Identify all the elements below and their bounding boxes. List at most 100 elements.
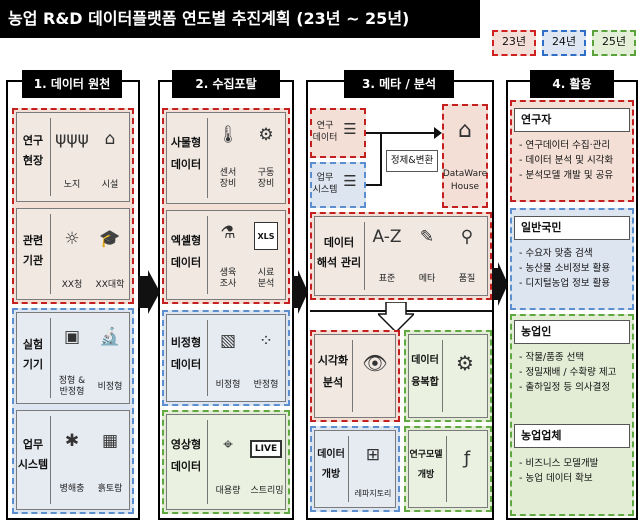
source-item-structured: 정형 & 반정형 (58, 376, 86, 397)
usage-researcher-line-1: - 연구데이터 수집·관리 (519, 140, 611, 151)
flow-arrow-1 (138, 270, 160, 314)
greenhouse-icon: ⌂ (104, 129, 116, 149)
scatter-icon: ⁘ (258, 331, 274, 351)
meta-item-repository: 레파지토리 (354, 489, 392, 498)
portal-item-sample: 시료 분석 (257, 268, 275, 289)
source-research-field (16, 112, 130, 202)
legend-23: 23년 (492, 30, 536, 56)
connector (380, 132, 382, 186)
divider (50, 318, 51, 398)
source-lab-equipment (16, 312, 130, 404)
source-item-gov: XX청 (61, 280, 83, 290)
usage-farmer-title: 농업인 (514, 320, 630, 344)
source-work-label-2: 시스템 (17, 458, 49, 471)
usage-group-25 (510, 314, 634, 516)
page-title: 농업 R&D 데이터플랫폼 연도별 추진계획 (23년 ~ 25년) (0, 0, 480, 38)
source-work-label-1: 업무 (22, 438, 44, 451)
meta-item-meta: 메타 (418, 274, 436, 284)
meta-item-quality: 품질 (458, 274, 476, 284)
puzzle-gear-icon: ⚙ (456, 351, 474, 375)
legend-25: 25년 (592, 30, 636, 56)
source-work-system (16, 410, 130, 510)
graduation-cap-icon: 🎓 (99, 229, 121, 249)
meta-warehouse-group-23 (442, 104, 488, 208)
divider (207, 420, 208, 504)
meta-viz (314, 334, 396, 418)
cctv-icon: ⌖ (223, 435, 233, 455)
usage-researcher-line-3: - 분석모델 개발 및 공유 (519, 170, 614, 181)
meta-fusion-label-2: 융복합 (411, 377, 439, 388)
portal-excel-label-2: 데이터 (170, 256, 202, 269)
portal-video-label-1: 영상형 (170, 438, 202, 451)
eye-chart-icon: 👁 (362, 351, 388, 375)
source-lab-label-2: 기기 (22, 358, 44, 371)
edit-document-icon: ✎ (419, 227, 435, 247)
source-item-univ: XX대학 (95, 280, 125, 290)
usage-company-line-1: - 비즈니스 모델개발 (519, 458, 599, 469)
meta-work-system: 업무 시스템 (312, 173, 338, 195)
bottle-icon: ⚗ (220, 223, 236, 243)
sun-building-icon: ☼ (64, 229, 80, 249)
meta-warehouse-label: DataWare House (442, 169, 488, 192)
usage-farmer-line-2: - 정밀재배 / 수확량 제고 (519, 367, 617, 378)
meta-model-label-1: 연구모델 (409, 450, 443, 460)
portal-item-unstructured: 비정형 (215, 380, 241, 390)
meta-research-data: 연구 데이터 (312, 121, 338, 143)
connector (366, 184, 382, 186)
usage-company-title: 농업업체 (514, 424, 630, 448)
usage-farmer-line-3: - 출하일정 등 의사결정 (519, 382, 611, 393)
meta-analysis-label-1: 데이터 (323, 236, 355, 249)
portal-excel-label-1: 엑셀형 (170, 234, 202, 247)
meta-item-standard: 표준 (378, 274, 396, 284)
bug-icon: ✱ (64, 431, 80, 451)
divider (442, 340, 443, 412)
usage-public-line-3: - 디지털농업 정보 활용 (519, 278, 611, 289)
live-icon: LIVE (250, 440, 282, 458)
portal-iot-label-1: 사물형 (170, 136, 202, 149)
divider (364, 222, 365, 290)
divider (207, 320, 208, 396)
portal-iot (166, 112, 286, 204)
az-dictionary-icon: A-Z (372, 227, 402, 247)
portal-item-semistructured: 반정형 (253, 380, 279, 390)
image-icon: ▧ (219, 331, 237, 351)
column-header-meta: 3. 메타 / 분석 (344, 70, 454, 98)
divider (446, 436, 447, 502)
meta-refine-box: 정제&변환 (386, 150, 438, 172)
meta-analysis-label-2: 해석 관리 (316, 256, 362, 269)
portal-video (166, 414, 286, 510)
microscope-icon: 🔬 (99, 327, 121, 347)
connector-arrowhead (434, 127, 442, 139)
meta-research-group-23 (310, 108, 366, 158)
usage-public-line-2: - 농산물 소비정보 활용 (519, 263, 611, 274)
source-related-org (16, 208, 130, 300)
database-icon: ☰ (343, 172, 357, 190)
portal-unstructured-label-1: 비정형 (170, 336, 202, 349)
column-header-portal: 2. 수집포탈 (172, 70, 280, 98)
source-item-unstructured: 비정형 (97, 382, 123, 392)
thermometer-icon: 🌡 (217, 125, 239, 145)
source-item-soil: 흙토람 (97, 484, 123, 494)
down-arrow (378, 302, 414, 332)
meta-open (314, 430, 396, 508)
meta-viz-label-2: 분석 (322, 376, 344, 389)
connector (382, 132, 438, 134)
usage-researcher-title: 연구자 (514, 108, 630, 132)
divider (50, 118, 51, 196)
xls-file-icon: XLS (254, 222, 278, 250)
connector (366, 132, 382, 134)
portal-item-sensor: 센서 장비 (219, 168, 237, 189)
warehouse-icon: ⌂ (458, 118, 472, 143)
usage-public-title: 일반국민 (514, 216, 630, 240)
function-model-icon: ƒ (463, 448, 471, 469)
portal-item-streaming: 스트리밍 (250, 486, 284, 496)
usage-researcher-line-2: - 데이터 분석 및 시각화 (519, 155, 614, 166)
divider (50, 214, 51, 294)
usage-public-line-1: - 수요자 맞춤 검색 (519, 248, 593, 259)
source-item-field: 노지 (63, 180, 81, 190)
divider (207, 216, 208, 294)
divider (352, 340, 353, 412)
usage-company-line-2: - 농업 데이터 확보 (519, 473, 593, 484)
source-lab-label-1: 실험 (22, 338, 44, 351)
meta-model (408, 430, 488, 508)
